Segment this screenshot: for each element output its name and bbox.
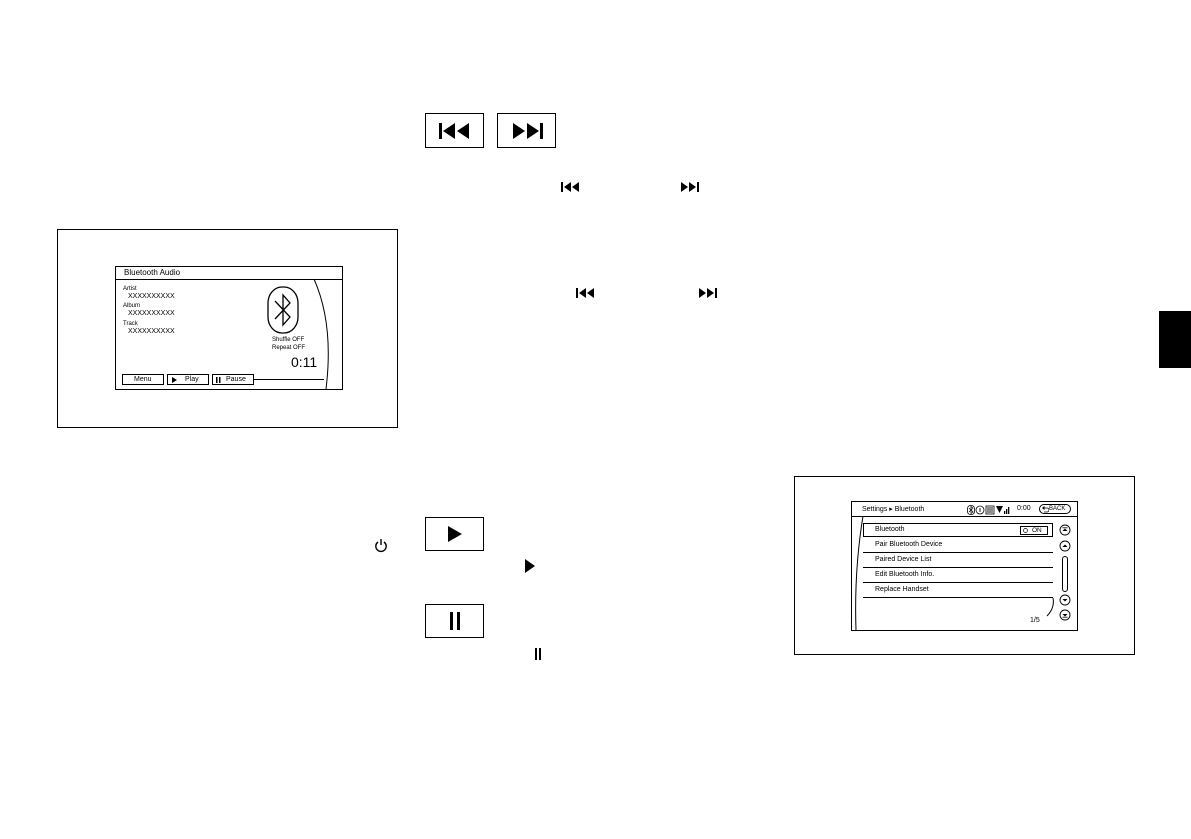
list-item-edit-info[interactable]: Edit Bluetooth Info. <box>863 568 1053 583</box>
skip-forward-icon <box>699 288 717 298</box>
screen-bezel-curve <box>313 279 329 389</box>
album-value: XXXXXXXXXX <box>128 310 175 317</box>
list-edge-curve <box>1046 598 1054 617</box>
skip-back-button[interactable] <box>425 113 484 148</box>
play-button[interactable] <box>425 517 484 551</box>
list-item-bluetooth[interactable]: Bluetooth ON <box>863 523 1053 537</box>
repeat-status: Repeat OFF <box>272 345 306 351</box>
power-icon <box>375 539 387 553</box>
list-item-pair-device[interactable]: Pair Bluetooth Device <box>863 538 1053 553</box>
play-soft-button[interactable]: Play <box>167 374 209 385</box>
pause-button[interactable] <box>425 604 484 638</box>
list-item-label: Paired Device List <box>875 556 932 563</box>
clock: 0:00 <box>1017 505 1031 512</box>
play-button-label: Play <box>185 376 199 383</box>
album-label: Album <box>123 303 141 309</box>
back-button[interactable]: BACK <box>1039 504 1071 514</box>
elapsed-time: 0:11 <box>291 354 318 370</box>
artist-value: XXXXXXXXXX <box>128 293 175 300</box>
play-icon <box>172 377 177 383</box>
section-tab <box>1159 311 1191 368</box>
list-item-label: Pair Bluetooth Device <box>875 541 943 548</box>
breadcrumb: Settings ▸ Bluetooth <box>862 506 925 513</box>
list-item-paired-list[interactable]: Paired Device List <box>863 553 1053 568</box>
scroll-top-icon[interactable] <box>1059 524 1071 536</box>
shuffle-status: Shuffle OFF <box>272 337 305 343</box>
bt-settings-figure: Settings ▸ Bluetooth <box>794 476 1135 655</box>
scrollbar-track[interactable] <box>1062 556 1068 592</box>
skip-forward-icon <box>512 122 543 139</box>
skip-back-icon <box>576 288 594 298</box>
page-indicator: 1/5 <box>1030 617 1040 624</box>
toggle-indicator-icon <box>1023 528 1028 533</box>
scroll-up-icon[interactable] <box>1059 540 1071 552</box>
screen-title: Bluetooth Audio <box>124 268 181 277</box>
list-item-label: Edit Bluetooth Info. <box>875 571 935 578</box>
artist-label: Artist <box>123 286 137 292</box>
bt-settings-screen: Settings ▸ Bluetooth <box>851 501 1078 631</box>
list-item-replace-handset[interactable]: Replace Handset <box>863 583 1053 598</box>
back-button-label: BACK <box>1049 506 1066 512</box>
scroll-down-icon[interactable] <box>1059 594 1071 606</box>
toggle-label: ON <box>1032 526 1042 534</box>
bt-audio-screen: Bluetooth Audio Artist XXXXXXXXXX Album … <box>115 266 343 390</box>
menu-button-label: Menu <box>134 376 152 383</box>
skip-back-icon <box>561 182 579 192</box>
info-icon <box>975 505 985 515</box>
header-divider <box>852 516 1077 517</box>
list-item-label: Replace Handset <box>875 586 929 593</box>
menu-button[interactable]: Menu <box>122 374 164 385</box>
bt-audio-figure: Bluetooth Audio Artist XXXXXXXXXX Album … <box>57 229 398 428</box>
skip-forward-icon <box>681 182 699 192</box>
signal-icon <box>996 506 1010 514</box>
battery-icon <box>985 505 995 515</box>
bluetooth-status-icon <box>967 505 975 515</box>
title-divider <box>116 279 342 280</box>
skip-forward-button[interactable] <box>497 113 556 148</box>
bluetooth-icon <box>267 286 299 334</box>
scroll-bottom-icon[interactable] <box>1059 609 1071 621</box>
track-label: Track <box>123 321 138 327</box>
pause-icon <box>535 648 541 660</box>
screen-bezel-curve <box>855 516 864 630</box>
skip-back-icon <box>438 122 469 139</box>
pause-icon <box>216 377 221 383</box>
back-arrow-icon <box>1042 506 1049 513</box>
bluetooth-toggle[interactable]: ON <box>1020 525 1048 535</box>
play-icon <box>447 526 462 542</box>
track-value: XXXXXXXXXX <box>128 328 175 335</box>
play-icon <box>525 559 535 573</box>
list-item-label: Bluetooth <box>875 526 905 533</box>
pause-soft-button[interactable]: Pause <box>212 374 254 385</box>
button-bar-line <box>254 379 324 380</box>
pause-icon <box>449 612 460 630</box>
status-icons <box>967 505 1010 515</box>
pause-button-label: Pause <box>226 376 246 383</box>
